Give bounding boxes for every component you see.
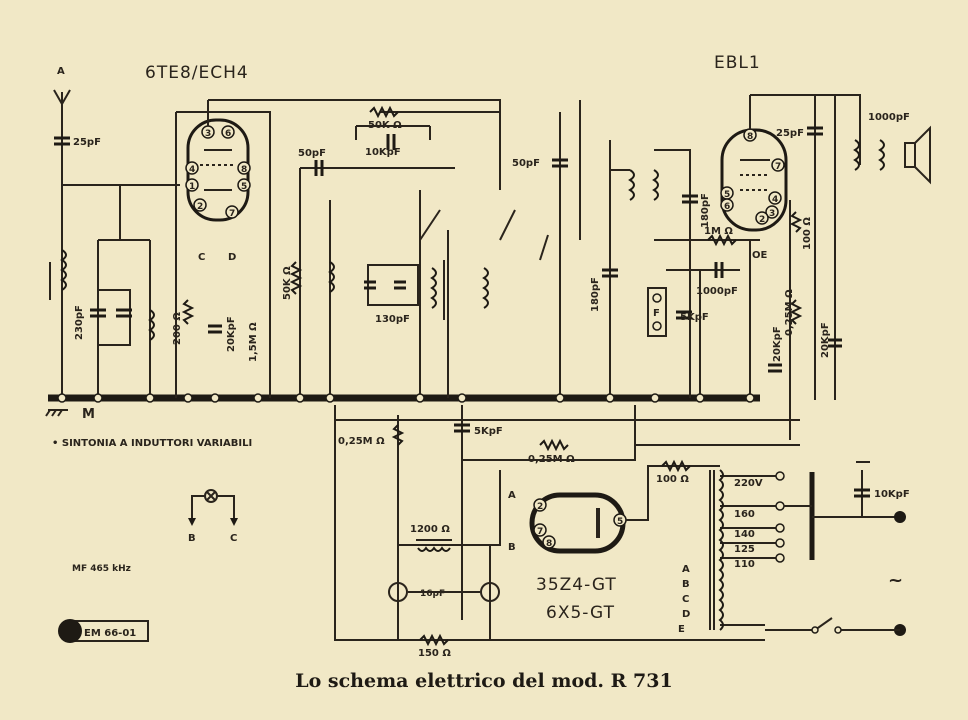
pin-label: 8 xyxy=(241,165,247,175)
r-025m-v-label: 0,25M Ω xyxy=(784,289,795,336)
tap-140-label: 140 xyxy=(734,529,755,540)
pin-label: 6 xyxy=(724,202,730,212)
c-230pf-label: 230pF xyxy=(74,305,85,340)
r-150-label: 150 Ω xyxy=(418,648,451,659)
r-100-h-label: 100 Ω xyxy=(656,474,689,485)
if-freq-label: MF 465 kHz xyxy=(72,564,131,574)
pin-label: 8 xyxy=(747,132,753,142)
c-1000pf-mid-label: 1000pF xyxy=(696,286,738,297)
r-1m-label: 1M Ω xyxy=(704,226,733,237)
pin-label: 8 xyxy=(546,539,552,549)
tap-c-label: C xyxy=(682,594,689,605)
c-16pf-label: 16pF xyxy=(420,589,445,599)
c-50pf-2-label: 50pF xyxy=(512,158,540,169)
code-label: EM 66-01 xyxy=(84,628,136,639)
ac-symbol: ~ xyxy=(888,570,903,591)
pin-label: 7 xyxy=(229,209,235,219)
ebl1-tube xyxy=(720,128,788,232)
ground-label: M xyxy=(82,407,95,422)
diagram-caption: Lo schema elettrico del mod. R 731 xyxy=(295,670,673,692)
pin-label: 6 xyxy=(225,129,231,139)
tube-rectifier1-label: 35Z4-GT xyxy=(536,575,617,595)
c-50pf-1-label: 50pF xyxy=(298,148,326,159)
publisher-logo xyxy=(58,619,149,643)
tap-160-label: 160 xyxy=(734,509,755,520)
r-50k-v-label: 50K Ω xyxy=(282,266,293,300)
tap-110-label: 110 xyxy=(734,559,755,570)
lamp-b-label: B xyxy=(188,533,196,544)
c-10kpf-top-label: 10KpF xyxy=(365,147,401,158)
tube-converter-label: 6TE8/ECH4 xyxy=(145,63,249,83)
speaker-icon xyxy=(904,125,931,185)
r-025m-2-label: 0,25M Ω xyxy=(528,454,575,465)
c-130pf-label: 130pF xyxy=(375,314,410,325)
pin-label: 2 xyxy=(537,502,543,512)
c-25pf-ebl-label: 25pF xyxy=(776,128,804,139)
r-50k-label: 50K Ω xyxy=(368,120,402,131)
c-10kpf-mains-label: 10KpF xyxy=(874,489,910,500)
c-20kpf-2-label: 20KpF xyxy=(772,326,783,362)
bus-nodes xyxy=(57,393,755,403)
tap-a-label: A xyxy=(682,564,690,575)
pin-label: 3 xyxy=(205,129,211,139)
pin-label: 2 xyxy=(197,202,203,212)
tap-e-label: E xyxy=(678,624,685,635)
c-5kpf-2-label: 5KpF xyxy=(474,426,503,437)
r-1200-label: 1200 Ω xyxy=(410,524,450,535)
c-1000pf-top-label: 1000pF xyxy=(868,112,910,123)
osc-d-label: D xyxy=(228,252,236,263)
rect-b-label: B xyxy=(508,542,516,553)
oe-label: OE xyxy=(752,250,768,261)
c-5kpf-1-label: 5KpF xyxy=(680,312,709,323)
f-label: F xyxy=(653,308,660,319)
tap-125-label: 125 xyxy=(734,544,755,555)
power-switch[interactable] xyxy=(765,617,900,634)
lamp-icon xyxy=(188,489,238,526)
rectifier-tube xyxy=(529,492,627,554)
rect-a-label: A xyxy=(508,490,516,501)
r-200-label: 200 Ω xyxy=(172,312,183,345)
r-025m-1-label: 0,25M Ω xyxy=(338,436,385,447)
r-100-v-label: 100 Ω xyxy=(802,217,813,250)
tube-rectifier2-label: 6X5-GT xyxy=(546,603,615,623)
c-ant-label: 25pF xyxy=(73,137,101,148)
note-text: • SINTONIA A INDUTTORI VARIABILI xyxy=(52,438,252,449)
pin-label: 7 xyxy=(537,527,543,537)
tap-d-label: D xyxy=(682,609,690,620)
pin-label: 5 xyxy=(617,517,623,527)
c-20kpf-1-label: 20KpF xyxy=(226,316,237,352)
pin-label: 2 xyxy=(759,215,765,225)
ground-symbol xyxy=(45,409,68,417)
pin-label: 1 xyxy=(189,182,195,192)
antenna-label: A xyxy=(57,66,65,77)
pin-label: 3 xyxy=(769,209,775,219)
ech4-tube xyxy=(185,118,251,222)
c-180pf-1-label: 180pF xyxy=(590,277,601,312)
pin-label: 7 xyxy=(775,162,781,172)
osc-c-label: C xyxy=(198,252,205,263)
c-20kpf-3-label: 20KpF xyxy=(820,322,831,358)
pin-label: 5 xyxy=(241,182,247,192)
lamp-c-label: C xyxy=(230,533,237,544)
r-15m-label: 1,5M Ω xyxy=(248,322,259,362)
c-180pf-2-label: 180pF xyxy=(700,193,711,228)
tap-b-label: B xyxy=(682,579,690,590)
pin-label: 4 xyxy=(772,195,778,205)
tube-output-label: EBL1 xyxy=(714,53,761,73)
voltage-taps xyxy=(775,471,785,563)
tap-220-label: 220V xyxy=(734,478,763,489)
pin-label: 4 xyxy=(189,165,195,175)
pin-label: 5 xyxy=(724,190,730,200)
